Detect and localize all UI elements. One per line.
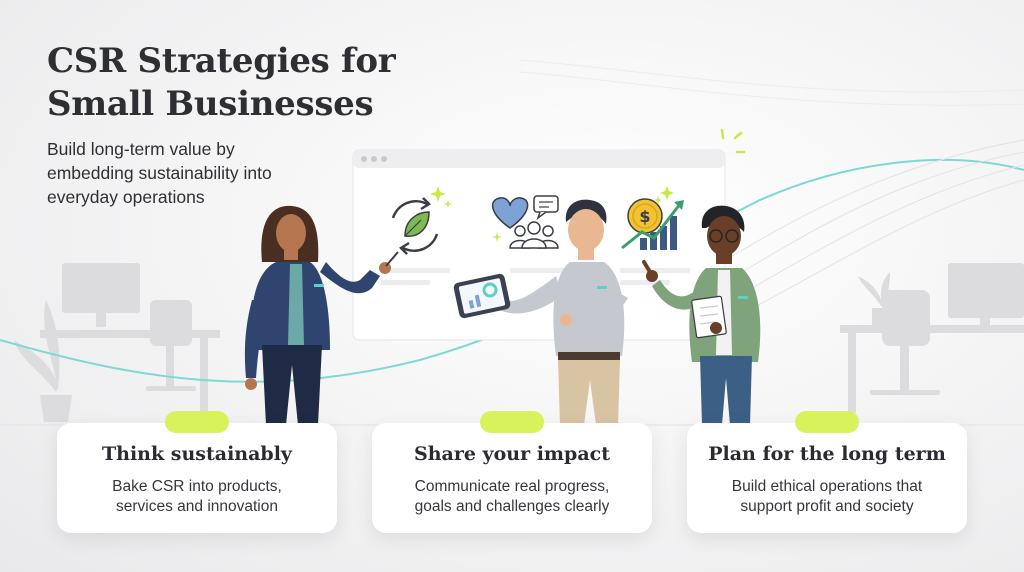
card-description-line: services and innovation <box>116 498 278 515</box>
card-plan-long-term: Plan for the long term Build ethical ope… <box>687 411 967 533</box>
sparkle-icon <box>430 186 452 208</box>
card-description: Communicate real progress, goals and cha… <box>372 477 652 517</box>
svg-text:$: $ <box>639 207 650 226</box>
subtitle-line: everyday operations <box>47 187 205 207</box>
card-title: Plan for the long term <box>708 443 946 465</box>
office-right-decor <box>840 263 1024 413</box>
subtitle-line: embedding sustainability into <box>47 163 272 183</box>
sparkle-icon <box>654 186 674 204</box>
page-title: CSR Strategies for Small Businesses <box>47 40 396 126</box>
title-line: CSR Strategies for <box>47 41 396 81</box>
card-description-line: Bake CSR into products, <box>112 478 282 495</box>
man-with-tablet-illustration <box>453 199 628 425</box>
card-share-your-impact: Share your impact Communicate real progr… <box>372 411 652 533</box>
man-with-notepad-illustration <box>642 205 761 425</box>
card-description: Build ethical operations that support pr… <box>687 477 967 517</box>
woman-presenter-illustration <box>244 205 399 425</box>
card-accent-tab <box>795 411 859 433</box>
card-accent-tab <box>480 411 544 433</box>
sparkle-icon <box>492 232 502 242</box>
card-accent-tab <box>165 411 229 433</box>
spark-lines-icon <box>720 128 746 154</box>
card-title: Share your impact <box>414 443 610 465</box>
card-description-line: goals and challenges clearly <box>414 498 610 515</box>
card-description-line: Build ethical operations that <box>731 478 923 495</box>
title-line: Small Businesses <box>47 84 374 124</box>
card-description-line: Communicate real progress, <box>414 478 610 495</box>
page-subtitle: Build long-term value by embedding susta… <box>47 137 337 209</box>
office-left-decor <box>14 263 220 422</box>
recycle-leaf-icon <box>391 197 439 255</box>
dollar-growth-icon: $ <box>621 198 684 250</box>
card-title: Think sustainably <box>102 443 292 465</box>
subtitle-line: Build long-term value by <box>47 139 235 159</box>
card-description: Bake CSR into products, services and inn… <box>57 477 337 517</box>
card-description-line: support profit and society <box>740 498 914 515</box>
card-think-sustainably: Think sustainably Bake CSR into products… <box>57 411 337 533</box>
heart-community-icon <box>491 195 559 249</box>
